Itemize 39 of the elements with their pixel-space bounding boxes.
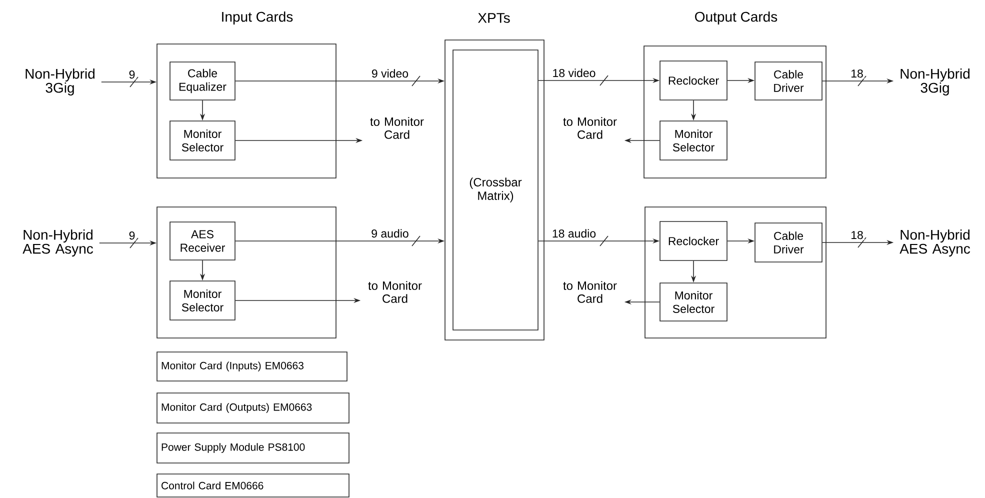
edge-label: 18 video xyxy=(553,68,596,78)
process-box: Monitor Selector xyxy=(660,282,728,322)
column-heading: Output Cards xyxy=(695,11,778,25)
edge-label: 9 xyxy=(129,70,135,79)
module-box: Monitor Card (Inputs) EM0663 xyxy=(156,352,348,382)
module-box: Control Card EM0666 xyxy=(156,474,350,498)
output-label: to Monitor Card xyxy=(370,117,424,139)
process-box: Cable Equalizer xyxy=(170,62,236,100)
edge-label: 18 audio xyxy=(552,229,596,238)
card-box xyxy=(156,44,336,178)
edge-label: 9 xyxy=(129,231,135,240)
card-box xyxy=(156,206,336,338)
card-box xyxy=(644,206,826,338)
column-heading: XPTs xyxy=(478,13,510,23)
output-label: to Monitor Card xyxy=(563,117,617,139)
process-box: Cable Driver xyxy=(754,222,822,262)
process-box: Monitor Selector xyxy=(660,120,728,160)
crossbar-box: (Crossbar Matrix) xyxy=(452,50,538,330)
signal-label: Non-Hybrid AES Async xyxy=(900,229,970,257)
process-box: Reclocker xyxy=(660,60,728,100)
crossbar-frame xyxy=(444,40,544,340)
column-heading: Input Cards xyxy=(222,11,293,25)
output-label: to Monitor Card xyxy=(368,281,422,303)
signal-label: Non-Hybrid 3Gig xyxy=(26,68,94,96)
edge-label: 9 video xyxy=(372,69,408,78)
process-box: Cable Driver xyxy=(754,62,822,100)
card-box xyxy=(644,46,826,178)
edge-label: 9 audio xyxy=(372,229,408,238)
edge-label: 18 xyxy=(852,230,863,240)
edge-label: 18 xyxy=(852,69,863,78)
process-box: Monitor Selector xyxy=(170,280,236,320)
signal-label: Non-Hybrid 3Gig xyxy=(900,68,970,96)
module-box: Monitor Card (Outputs) EM0663 xyxy=(156,392,350,424)
output-label: to Monitor Card xyxy=(563,281,617,303)
process-box: Monitor Selector xyxy=(170,120,236,160)
signal-label: Non-Hybrid AES Async xyxy=(22,229,94,257)
process-box: Reclocker xyxy=(660,221,728,261)
module-box: Power Supply Module PS8100 xyxy=(156,432,350,464)
process-box: AES Receiver xyxy=(170,222,236,260)
